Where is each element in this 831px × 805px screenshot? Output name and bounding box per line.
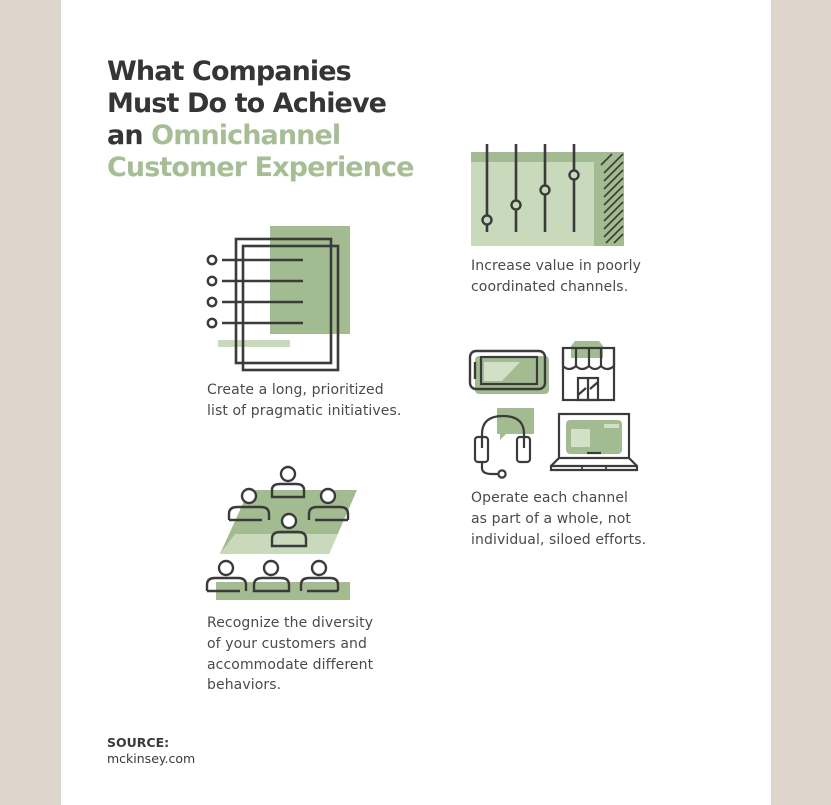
caption-line: list of pragmatic initiatives. [207,402,402,419]
caption-line: Operate each channel [471,490,629,506]
caption-line: Create a long, prioritized [207,382,384,398]
caption-line: of your customers and [207,635,367,652]
caption-line: individual, siloed efforts. [471,531,647,548]
source-value: mckinsey.com [107,751,196,766]
laptop-icon [549,412,639,472]
title-line-3: an Omnichannel [107,120,414,152]
title-accent-omnichannel: Omnichannel [151,120,341,151]
document-list-icon [206,226,350,372]
infographic-card: What Companies Must Do to Achieve an Omn… [61,0,771,805]
channels-icon [467,338,639,479]
source-label: SOURCE: [107,735,170,750]
caption-line: as part of a whole, not [471,510,631,527]
caption-sliders: Increase value in poorly coordinated cha… [471,256,641,298]
caption-line: accommodate different [207,656,374,673]
caption-line: Increase value in poorly [471,258,641,274]
caption-people: Recognize the diversity of your customer… [207,613,373,696]
title-line-1: What Companies [107,56,352,87]
caption-line: behaviors. [207,677,282,694]
source-block: SOURCE: mckinsey.com [107,735,195,767]
headset-icon [473,408,534,479]
infographic-title: What Companies Must Do to Achieve an Omn… [107,56,414,184]
title-line-4: Customer Experience [107,152,414,183]
title-line-2: Must Do to Achieve [107,88,387,119]
caption-line: Recognize the diversity [207,615,374,631]
people-group-icon [205,465,357,600]
mobile-phone-icon [468,349,549,394]
caption-list: Create a long, prioritized list of pragm… [207,380,401,422]
title-line-3-prefix: an [107,120,152,151]
sliders-icon [471,144,624,246]
storefront-icon [561,341,616,402]
caption-line: coordinated channels. [471,278,629,295]
caption-channels: Operate each channel as part of a whole,… [471,488,646,550]
